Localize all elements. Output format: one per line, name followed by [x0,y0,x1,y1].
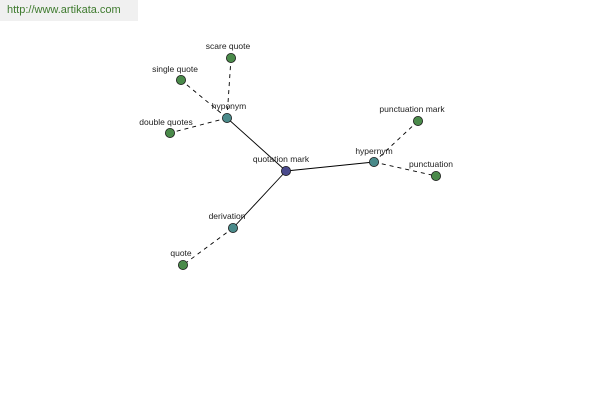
node-derivation[interactable] [227,222,238,233]
node-label-center[interactable]: quotation mark [253,154,310,164]
node-punctuation[interactable] [430,170,441,181]
node-label-double-quotes[interactable]: double quotes [139,117,192,127]
node-label-single-quote[interactable]: single quote [152,64,198,74]
labels-layer: quotation mark hyponym hypernym derivation s… [139,41,453,258]
node-scare-quote[interactable] [225,53,236,64]
edge-hyponym-single-quote [180,79,228,119]
edge-hypernym-punctuation-mark [373,120,419,163]
node-single-quote[interactable] [175,75,186,86]
node-hypernym[interactable] [368,156,379,167]
node-hyponym[interactable] [221,113,232,124]
node-label-derivation[interactable]: derivation [209,211,246,221]
node-label-scare-quote[interactable]: scare quote [206,41,251,51]
node-label-punctuation-mark[interactable]: punctuation mark [379,104,445,114]
node-punctuation-mark[interactable] [412,116,423,127]
node-double-quotes[interactable] [164,127,175,138]
node-label-hyponym[interactable]: hyponym [212,101,247,111]
node-label-quote[interactable]: quote [170,248,192,258]
edges-layer [169,57,437,266]
node-quote[interactable] [177,259,188,270]
edge-hyponym-scare-quote [226,57,232,119]
node-label-hypernym[interactable]: hypernym [355,146,392,156]
edge-hypernym-punctuation [373,161,437,177]
edge-derivation-quote [182,227,234,266]
node-label-punctuation[interactable]: punctuation [409,159,453,169]
site-url-banner[interactable]: http://www.artikata.com [0,0,138,21]
edge-center-hypernym [285,161,375,172]
edge-center-derivation [232,170,287,229]
nodes-layer [164,53,441,270]
edge-center-hyponym [226,117,287,172]
edge-hyponym-double-quotes [169,117,228,134]
node-center[interactable] [280,165,291,176]
